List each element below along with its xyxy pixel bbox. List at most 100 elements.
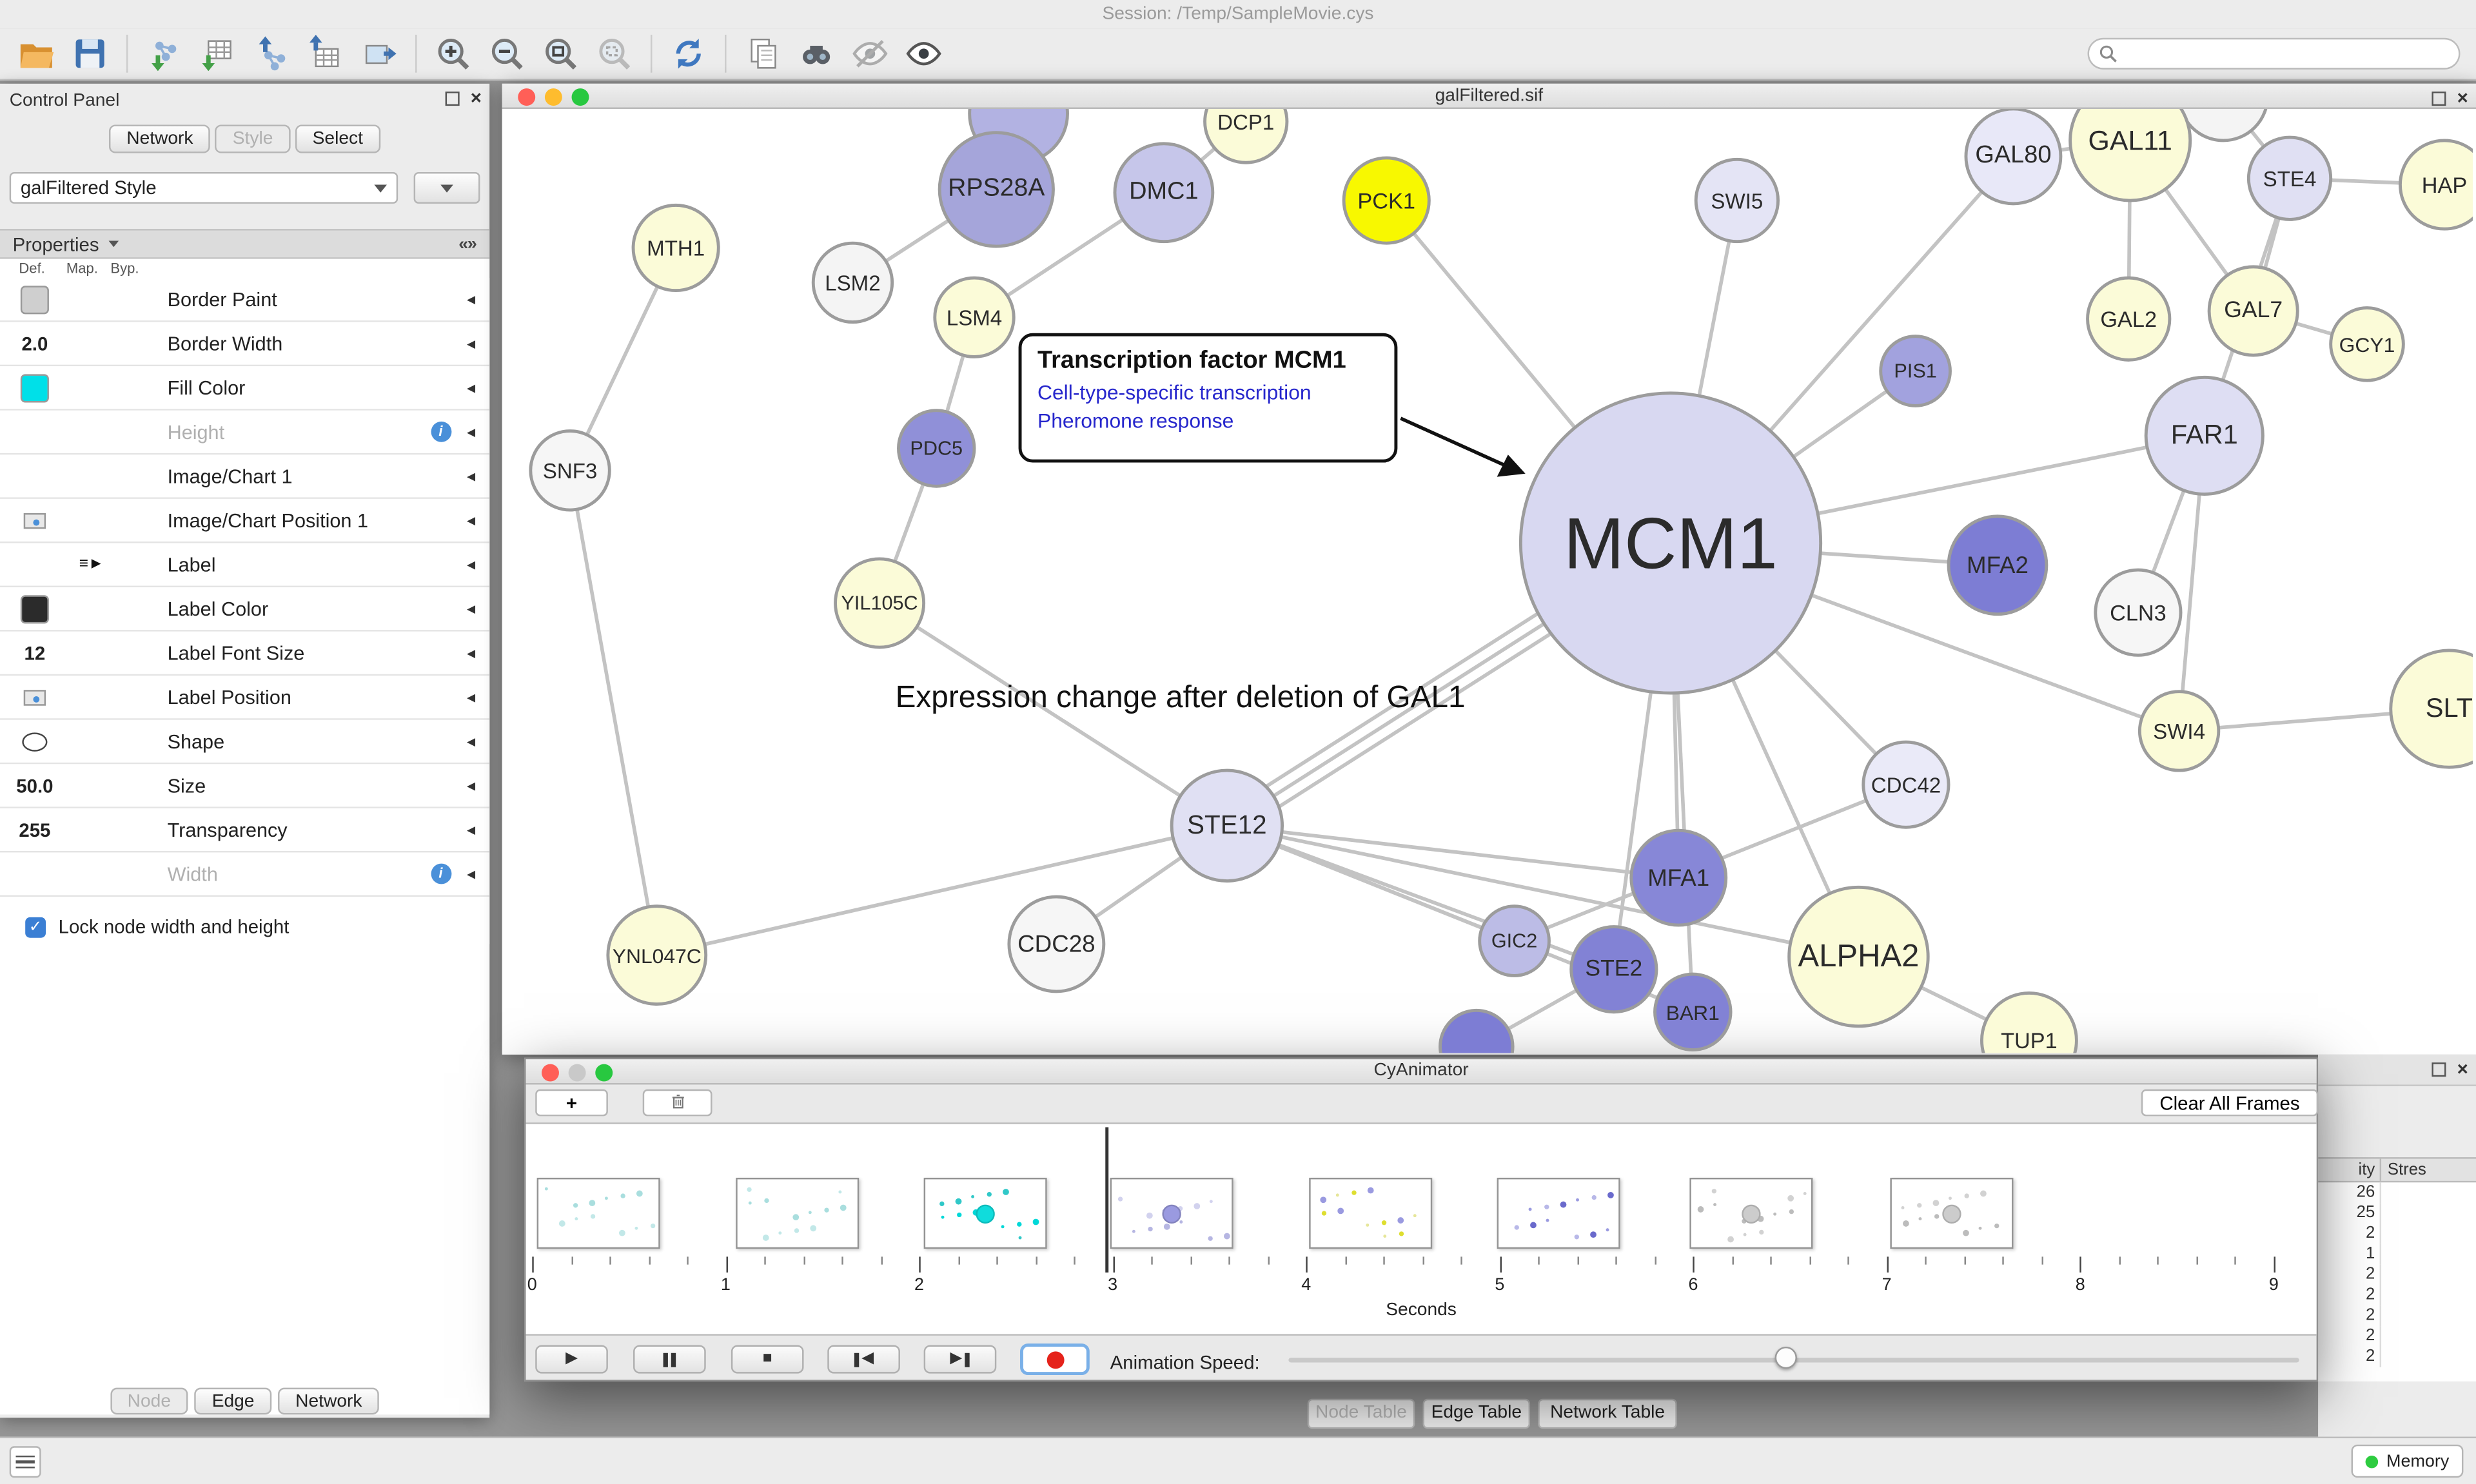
expand-arrow-icon[interactable]: ◀ [466, 781, 476, 792]
table-row[interactable]: 2 [2318, 1346, 2476, 1367]
annotation-box[interactable]: Transcription factor MCM1 Cell-type-spec… [1018, 333, 1398, 463]
network-node-lsm4[interactable]: LSM4 [933, 276, 1016, 358]
bypass-cell[interactable] [113, 278, 158, 320]
mapping-cell[interactable]: ≡► [70, 543, 114, 585]
play-button[interactable]: ▶ [535, 1345, 608, 1374]
export-table-button[interactable] [299, 32, 352, 76]
zoom-selected-button[interactable] [587, 32, 641, 76]
animation-frame-8[interactable] [1890, 1177, 2014, 1249]
expand-arrow-icon[interactable]: ◀ [466, 869, 476, 881]
network-node-dmc1[interactable]: DMC1 [1113, 142, 1215, 244]
tab-node-table[interactable]: Node Table [1307, 1398, 1415, 1429]
table-column-header[interactable]: ity [2318, 1158, 2382, 1181]
network-node-far1[interactable]: FAR1 [2144, 375, 2265, 496]
default-value-cell[interactable] [0, 676, 70, 718]
default-value-cell[interactable]: 2.0 [21, 332, 48, 355]
annotation-link-1[interactable]: Cell-type-specific transcription [1037, 380, 1312, 404]
mapping-cell[interactable] [70, 808, 114, 851]
copy-button[interactable] [736, 32, 789, 76]
default-value-cell[interactable] [0, 411, 70, 453]
default-value-cell[interactable]: 255 [19, 818, 51, 841]
collapse-all-icon[interactable]: « [458, 234, 468, 254]
show-all-button[interactable] [897, 32, 950, 76]
bypass-cell[interactable] [113, 852, 158, 895]
bypass-cell[interactable] [113, 322, 158, 365]
zoom-in-button[interactable] [426, 32, 480, 76]
network-node-ste12[interactable]: STE12 [1170, 768, 1284, 883]
close-panel-icon[interactable]: × [470, 86, 482, 109]
bypass-cell[interactable] [113, 499, 158, 542]
lock-size-row[interactable]: ✓Lock node width and height [0, 897, 490, 944]
table-row[interactable]: 2 [2318, 1223, 2476, 1244]
network-node-bar1[interactable]: BAR1 [1653, 972, 1733, 1052]
network-edge-ynl047c-ste12[interactable] [656, 824, 1228, 957]
show-panels-button[interactable] [9, 1446, 41, 1478]
table-column-header[interactable]: Stres [2387, 1160, 2426, 1180]
network-node-mth1[interactable]: MTH1 [631, 203, 720, 293]
default-value-cell[interactable] [0, 720, 70, 763]
delete-frame-button[interactable] [642, 1089, 712, 1117]
mapping-cell[interactable] [70, 587, 114, 630]
network-node-cdc42[interactable]: CDC42 [1862, 740, 1950, 829]
expand-arrow-icon[interactable]: ◀ [466, 338, 476, 350]
bypass-cell[interactable] [113, 764, 158, 806]
expand-arrow-icon[interactable]: ◀ [466, 515, 476, 527]
style-options-button[interactable] [413, 171, 480, 204]
minimize-window-icon[interactable] [544, 88, 562, 106]
network-node-cln3[interactable]: CLN3 [2094, 568, 2183, 657]
stop-button[interactable]: ■ [731, 1345, 804, 1374]
network-node-gcy1[interactable]: GCY1 [2329, 306, 2405, 382]
mapping-cell[interactable] [70, 366, 114, 409]
property-row-fill-color[interactable]: Fill Color◀ [0, 366, 490, 411]
table-row[interactable]: 2 [2318, 1285, 2476, 1306]
network-edge-snf3-ynl047c[interactable] [568, 470, 659, 956]
default-value-cell[interactable] [0, 454, 70, 497]
animation-frame-7[interactable] [1689, 1177, 1813, 1249]
zoom-out-button[interactable] [480, 32, 533, 76]
expand-arrow-icon[interactable]: ◀ [466, 736, 476, 748]
tab-node[interactable]: Node [110, 1387, 188, 1415]
network-edge-ste12-yil105c[interactable] [878, 601, 1228, 828]
property-row-image-chart-position-1[interactable]: Image/Chart Position 1◀ [0, 498, 490, 543]
expand-all-icon[interactable]: « [470, 234, 477, 254]
pause-button[interactable] [633, 1345, 706, 1374]
maximize-window-icon[interactable] [595, 1064, 613, 1082]
expand-arrow-icon[interactable]: ◀ [466, 294, 476, 306]
canvas-caption[interactable]: Expression change after deletion of GAL1 [895, 680, 1466, 716]
annotation-link-2[interactable]: Pheromone response [1037, 409, 1234, 433]
float-table-panel-icon[interactable] [2432, 1062, 2446, 1077]
network-node-lsm2[interactable]: LSM2 [811, 241, 894, 324]
network-node-ste4[interactable]: STE4 [2246, 135, 2333, 221]
network-node-yil105c[interactable]: YIL105C [834, 557, 926, 649]
last-frame-button[interactable]: ▶ [923, 1345, 997, 1374]
bypass-cell[interactable] [113, 676, 158, 718]
animation-frame-6[interactable] [1497, 1177, 1620, 1249]
expand-arrow-icon[interactable]: ◀ [466, 427, 476, 438]
mapping-cell[interactable] [70, 278, 114, 320]
table-row[interactable]: 25 [2318, 1203, 2476, 1224]
bypass-cell[interactable] [113, 411, 158, 453]
record-button[interactable] [1020, 1343, 1090, 1376]
network-node-pck1[interactable]: PCK1 [1342, 156, 1431, 245]
network-edge-ste12-alpha2[interactable] [1226, 824, 1860, 959]
import-table-button[interactable] [191, 32, 244, 76]
properties-header[interactable]: Properties « « [0, 229, 490, 259]
network-node-mcm1[interactable]: MCM1 [1518, 391, 1823, 695]
property-row-shape[interactable]: Shape◀ [0, 719, 490, 765]
property-row-label[interactable]: ≡►Label◀ [0, 543, 490, 588]
network-node-hap[interactable]: HAP [2399, 139, 2473, 231]
expand-arrow-icon[interactable]: ◀ [466, 648, 476, 659]
zoom-fit-button[interactable] [534, 32, 587, 76]
animation-frame-3[interactable] [923, 1177, 1047, 1249]
default-value-cell[interactable]: 50.0 [16, 774, 54, 797]
minimize-window-icon[interactable] [568, 1064, 586, 1082]
default-value-cell[interactable] [0, 278, 70, 320]
mapping-cell[interactable] [70, 720, 114, 763]
network-node-swi5[interactable]: SWI5 [1694, 157, 1780, 244]
default-value-cell[interactable] [0, 543, 70, 585]
expand-arrow-icon[interactable]: ◀ [466, 692, 476, 704]
